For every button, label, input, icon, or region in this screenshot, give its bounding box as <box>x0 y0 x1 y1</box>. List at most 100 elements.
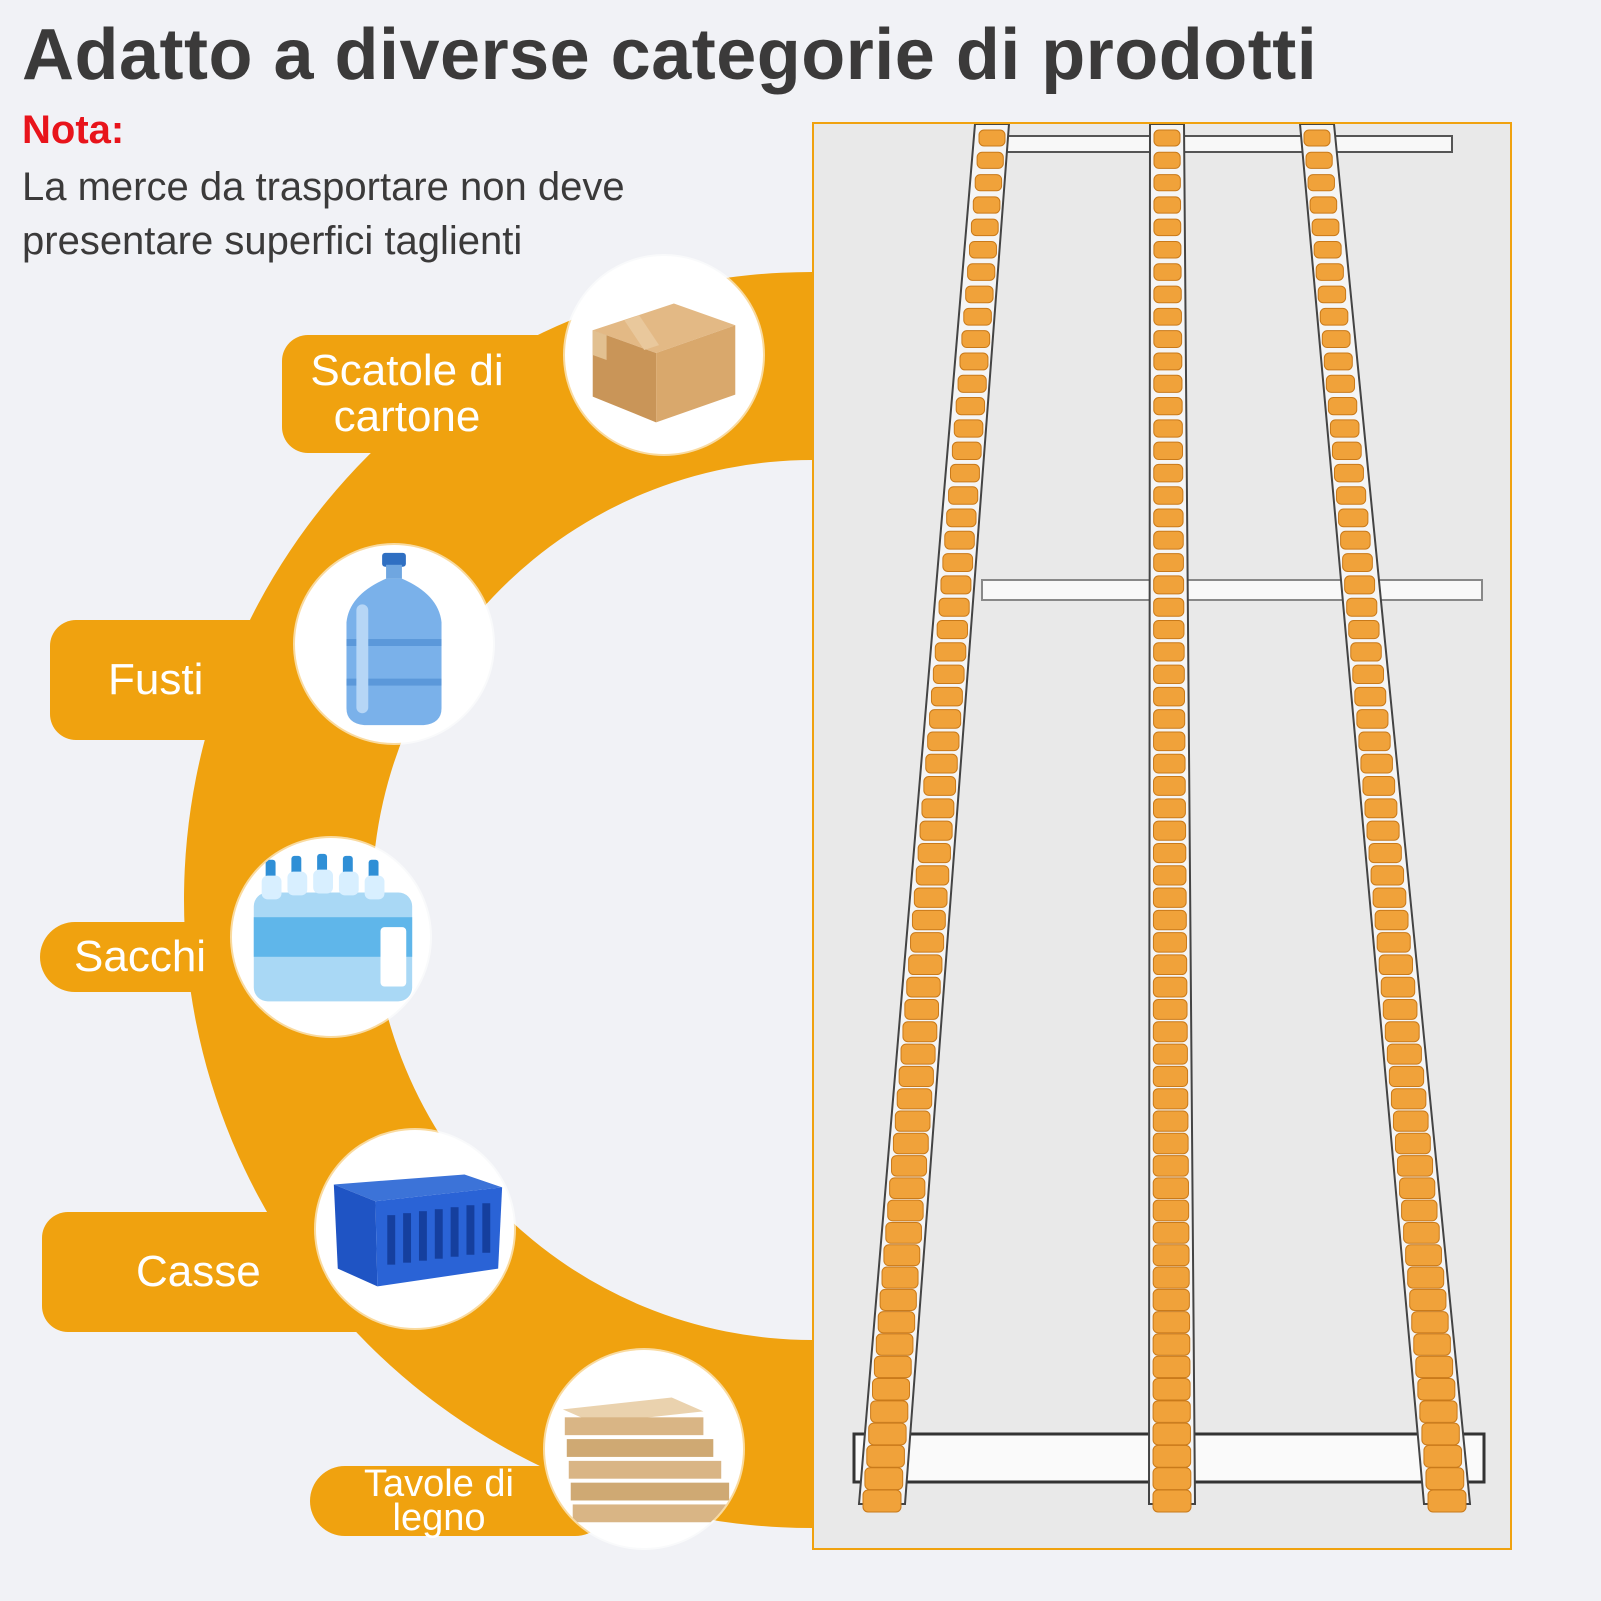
conveyor-roller <box>1153 642 1185 662</box>
conveyor-roller <box>955 397 986 416</box>
conveyor-roller <box>898 1065 934 1088</box>
conveyor-roller <box>879 1288 917 1311</box>
conveyor-roller <box>910 932 945 953</box>
conveyor-roller <box>1356 709 1389 729</box>
conveyor-roller <box>938 597 970 617</box>
conveyor-roller <box>934 642 967 662</box>
category-label-casse: Casse <box>136 1247 261 1296</box>
conveyor-roller <box>864 1467 904 1491</box>
conveyor-roller <box>978 129 1006 147</box>
conveyor-roller <box>1409 1288 1447 1311</box>
water-jug-icon <box>295 545 493 743</box>
conveyor-roller <box>1427 1489 1467 1513</box>
conveyor-roller <box>1152 999 1188 1020</box>
conveyor-roller <box>1153 240 1182 259</box>
conveyor-roller <box>1153 709 1186 729</box>
conveyor-roller <box>1358 731 1391 752</box>
conveyor-roller <box>936 619 968 640</box>
conveyor-roller <box>1153 686 1186 707</box>
conveyor-roller <box>892 1132 929 1155</box>
conveyor-roller <box>1309 196 1338 214</box>
conveyor-roller <box>946 508 977 528</box>
conveyor-roller <box>953 419 984 438</box>
conveyor-roller <box>1152 865 1187 886</box>
conveyor-roller <box>1305 151 1333 169</box>
conveyor-roller <box>1394 1132 1431 1155</box>
conveyor-roller <box>1152 1177 1189 1199</box>
conveyor-roller <box>1152 1221 1190 1244</box>
conveyor-roller <box>929 709 962 729</box>
conveyor-roller <box>1321 330 1351 349</box>
conveyor-roller <box>1153 597 1185 617</box>
conveyor-roller <box>1319 307 1349 326</box>
conveyor-roller <box>872 1378 911 1401</box>
conveyor-roller <box>967 263 996 281</box>
conveyor-roller <box>894 1110 931 1132</box>
conveyor-roller <box>904 999 940 1020</box>
conveyor-roller <box>1370 865 1405 886</box>
conveyor-roller <box>1153 553 1184 572</box>
conveyor-roller <box>1153 374 1183 393</box>
conveyor-roller <box>891 1155 928 1177</box>
conveyor-roller <box>1152 1400 1191 1423</box>
conveyor-roller <box>1362 776 1396 796</box>
conveyor-roller <box>868 1422 907 1446</box>
category-label-sacchi: Sacchi <box>74 932 207 981</box>
conveyor-roller <box>948 486 979 505</box>
conveyor-roller <box>862 1489 902 1513</box>
conveyor-roller <box>883 1244 921 1267</box>
conveyor-roller <box>1153 486 1184 505</box>
conveyor-roller <box>917 842 951 864</box>
conveyor-roller <box>930 686 963 707</box>
conveyor-roller <box>1329 419 1360 438</box>
conveyor-roller <box>1397 1155 1434 1177</box>
conveyor-roller <box>1153 619 1185 640</box>
conveyor-roller <box>1153 174 1181 192</box>
conveyor-roller <box>1153 285 1182 304</box>
note-text: La merce da trasportare non deve present… <box>22 165 625 263</box>
conveyor-roller <box>1152 1199 1190 1222</box>
conveyor-roller <box>877 1311 916 1334</box>
conveyor-roller <box>1364 798 1398 819</box>
conveyor-roller <box>1153 575 1185 595</box>
conveyor-roller <box>1368 842 1402 864</box>
conveyor-roller <box>919 820 953 841</box>
conveyor-roller <box>1360 753 1393 774</box>
conveyor-roller <box>1390 1088 1427 1110</box>
conveyor-roller <box>1153 753 1186 774</box>
conveyor-roller <box>896 1088 933 1110</box>
conveyor-roller <box>1340 530 1371 550</box>
conveyor-roller <box>1152 909 1187 931</box>
conveyor-roller <box>965 285 994 304</box>
conveyor-roller <box>1153 307 1182 326</box>
conveyor-roller <box>881 1266 919 1289</box>
conveyor-roller <box>1407 1266 1445 1289</box>
conveyor-roller <box>921 798 955 819</box>
conveyor-roller <box>923 776 957 796</box>
conveyor-roller <box>959 352 989 371</box>
conveyor-roller <box>1382 999 1418 1020</box>
conveyor-roller <box>1152 1288 1190 1311</box>
conveyor-roller <box>1153 397 1183 416</box>
category-label-tavole: Tavole di legno <box>364 1463 514 1539</box>
conveyor-roller <box>1152 954 1188 976</box>
conveyor-roller <box>1419 1400 1458 1423</box>
conveyor-roller <box>1152 1021 1188 1043</box>
conveyor-roller <box>1153 731 1186 752</box>
conveyor-roller <box>1152 1355 1191 1379</box>
conveyor-roller <box>1415 1355 1454 1379</box>
conveyor-roller <box>1384 1021 1420 1043</box>
conveyor-roller <box>925 753 958 774</box>
conveyor-roller <box>1152 842 1187 864</box>
conveyor-roller <box>908 954 943 976</box>
conveyor-roller <box>1152 1333 1191 1356</box>
conveyor-roller <box>906 976 941 998</box>
conveyor-roller <box>1152 1244 1190 1267</box>
conveyor-roller <box>1336 486 1367 505</box>
conveyor-roller <box>1403 1221 1440 1244</box>
conveyor-roller <box>1354 686 1387 707</box>
conveyor-roller <box>1374 909 1409 931</box>
conveyor-roller <box>1399 1177 1436 1199</box>
category-label-fusti: Fusti <box>108 655 204 704</box>
conveyor-roller <box>927 731 960 752</box>
